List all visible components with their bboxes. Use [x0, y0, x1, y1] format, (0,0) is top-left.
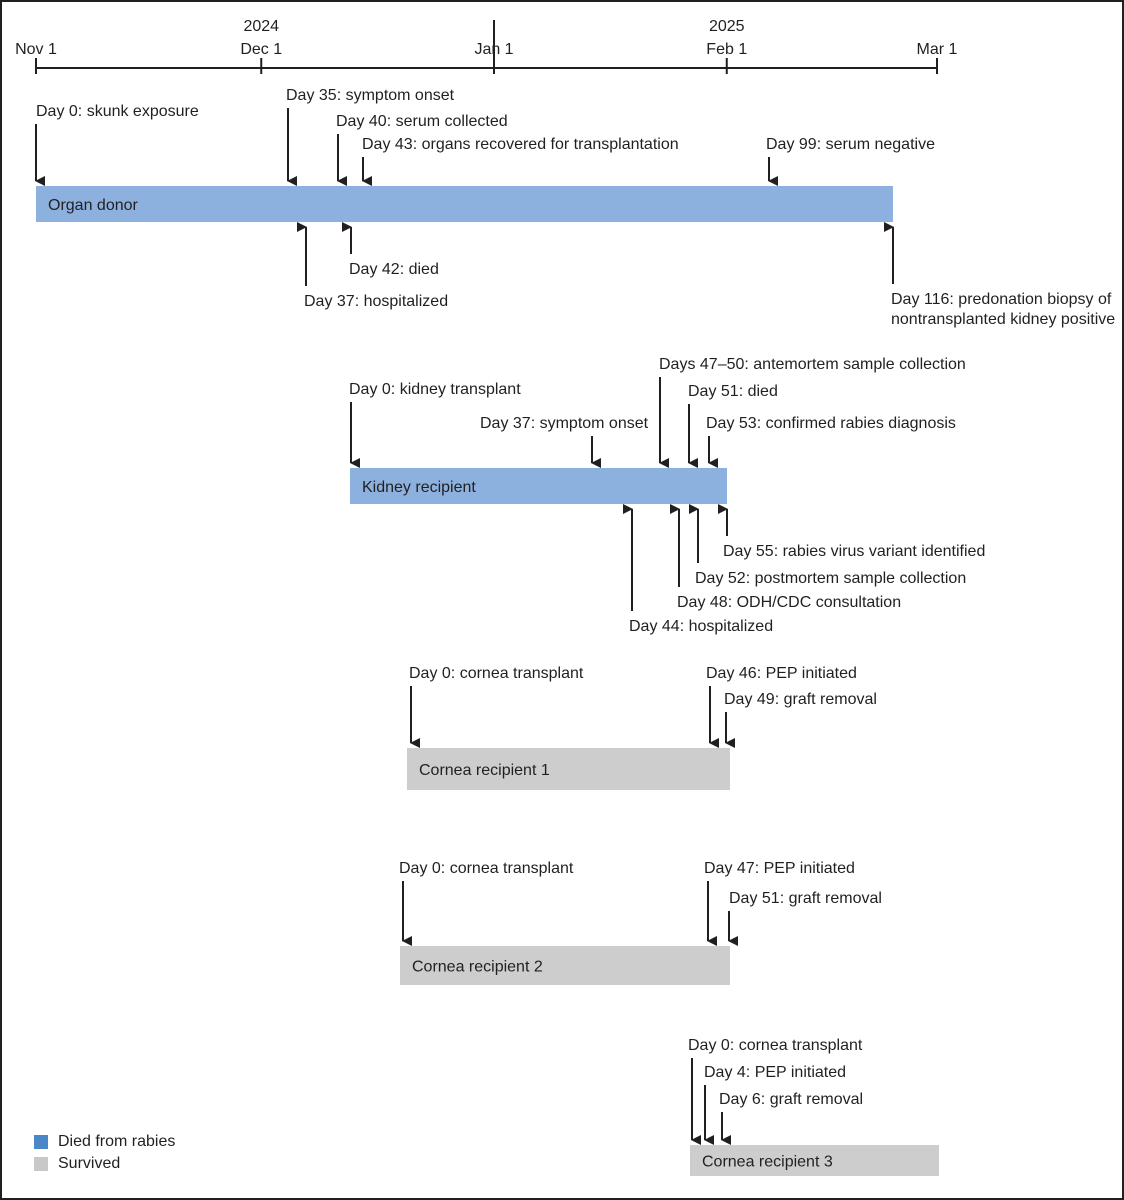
event-marker: Day 47: PEP initiated: [704, 860, 855, 946]
year-label-2024: 2024: [243, 18, 279, 35]
event-marker: Day 4: PEP initiated: [704, 1064, 846, 1145]
event-marker: Day 46: PEP initiated: [706, 665, 857, 748]
event-marker: Day 52: postmortem sample collection: [689, 504, 966, 587]
event-label: Day 4: PEP initiated: [704, 1064, 846, 1081]
event-label: Day 0: cornea transplant: [399, 860, 574, 877]
event-marker: Day 42: died: [342, 222, 439, 278]
event-marker: Day 48: ODH/CDC consultation: [670, 504, 901, 611]
event-label: Days 47–50: antemortem sample collection: [659, 356, 966, 373]
event-label: Day 37: hospitalized: [304, 293, 448, 310]
event-marker: Day 55: rabies virus variant identified: [718, 504, 985, 560]
event-label: Day 37: symptom onset: [480, 415, 649, 432]
event-label-line: Day 116: predonation biopsy of: [891, 291, 1112, 308]
event-label: Day 53: confirmed rabies diagnosis: [706, 415, 956, 432]
cornea-recipient-2-bar-label: Cornea recipient 2: [412, 959, 543, 976]
legend: Died from rabies Survived: [34, 1131, 175, 1175]
event-marker: Day 0: cornea transplant: [399, 860, 574, 946]
legend-swatch-died: [34, 1135, 48, 1149]
axis-tick-label: Mar 1: [917, 41, 958, 58]
event-label: Day 99: serum negative: [766, 136, 935, 153]
event-label: Day 51: died: [688, 383, 778, 400]
event-marker: Day 99: serum negative: [766, 136, 935, 186]
legend-swatch-survived: [34, 1157, 48, 1171]
cornea-recipient-1-lane: Cornea recipient 1 Day 0: cornea transpla…: [407, 665, 877, 790]
axis-tick-label: Dec 1: [240, 41, 282, 58]
kidney-recipient-bar: [350, 468, 727, 504]
event-marker: Day 49: graft removal: [724, 691, 877, 748]
event-marker: Day 35: symptom onset: [286, 87, 455, 186]
legend-label-survived: Survived: [58, 1155, 121, 1172]
event-marker: Day 116: predonation biopsy of nontranspl…: [884, 222, 1115, 328]
cornea-recipient-2-bar: [400, 946, 730, 985]
kidney-recipient-bar-label: Kidney recipient: [362, 479, 476, 496]
event-label: Day 35: symptom onset: [286, 87, 455, 104]
cornea-recipient-1-bar: [407, 748, 730, 790]
event-marker: Day 0: cornea transplant: [409, 665, 584, 748]
cornea-recipient-3-bar-label: Cornea recipient 3: [702, 1154, 833, 1171]
cornea-recipient-3-lane: Cornea recipient 3 Day 0: cornea transpla…: [688, 1037, 939, 1176]
event-marker: Day 53: confirmed rabies diagnosis: [706, 415, 956, 468]
event-marker: Day 37: symptom onset: [480, 415, 649, 468]
axis-tick-label: Feb 1: [706, 41, 747, 58]
event-label: Day 42: died: [349, 261, 439, 278]
kidney-recipient-lane: Kidney recipient Day 0: kidney transplant…: [349, 356, 985, 635]
event-marker: Day 0: cornea transplant: [688, 1037, 863, 1145]
event-label: Day 43: organs recovered for transplanta…: [362, 136, 679, 153]
event-label-line: nontransplanted kidney positive: [891, 311, 1115, 328]
event-marker: Day 40: serum collected: [336, 113, 508, 186]
event-marker: Days 47–50: antemortem sample collection: [659, 356, 966, 468]
timeline-lanes: Organ donor Day 0: skunk exposure Day 35: …: [35, 87, 1115, 1176]
event-label: Day 55: rabies virus variant identified: [723, 543, 985, 560]
event-marker: Day 0: skunk exposure: [35, 103, 199, 186]
event-label: Day 0: cornea transplant: [409, 665, 584, 682]
legend-item-died: Died from rabies: [34, 1131, 175, 1153]
event-label: Day 52: postmortem sample collection: [695, 570, 966, 587]
event-label: Day 47: PEP initiated: [704, 860, 855, 877]
event-label: Day 0: cornea transplant: [688, 1037, 863, 1054]
event-marker: Day 51: graft removal: [728, 890, 882, 946]
event-marker: Day 6: graft removal: [719, 1091, 863, 1145]
organ-donor-bar-label: Organ donor: [48, 197, 139, 214]
event-label: Day 0: kidney transplant: [349, 381, 521, 398]
event-label: Day 116: predonation biopsy of nontranspl…: [891, 291, 1115, 328]
cornea-recipient-1-bar-label: Cornea recipient 1: [419, 762, 550, 779]
legend-label-died: Died from rabies: [58, 1133, 176, 1150]
legend-item-survived: Survived: [34, 1153, 175, 1175]
organ-donor-bar: [36, 186, 893, 222]
axis-tick-label: Nov 1: [15, 41, 57, 58]
event-label: Day 49: graft removal: [724, 691, 877, 708]
cornea-recipient-3-bar: [690, 1145, 939, 1176]
event-marker: Day 51: died: [688, 383, 778, 468]
event-label: Day 40: serum collected: [336, 113, 508, 130]
event-label: Day 0: skunk exposure: [36, 103, 199, 120]
event-marker: Day 44: hospitalized: [623, 504, 773, 635]
event-label: Day 48: ODH/CDC consultation: [677, 594, 901, 611]
event-marker: Day 43: organs recovered for transplanta…: [362, 136, 679, 186]
event-label: Day 44: hospitalized: [629, 618, 773, 635]
organ-donor-lane: Organ donor Day 0: skunk exposure Day 35: …: [35, 87, 1115, 328]
event-marker: Day 37: hospitalized: [297, 222, 448, 310]
event-label: Day 51: graft removal: [729, 890, 882, 907]
year-label-2025: 2025: [709, 18, 745, 35]
cornea-recipient-2-lane: Cornea recipient 2 Day 0: cornea transpla…: [399, 860, 882, 985]
event-label: Day 46: PEP initiated: [706, 665, 857, 682]
event-label: Day 6: graft removal: [719, 1091, 863, 1108]
event-marker: Day 0: kidney transplant: [349, 381, 521, 468]
